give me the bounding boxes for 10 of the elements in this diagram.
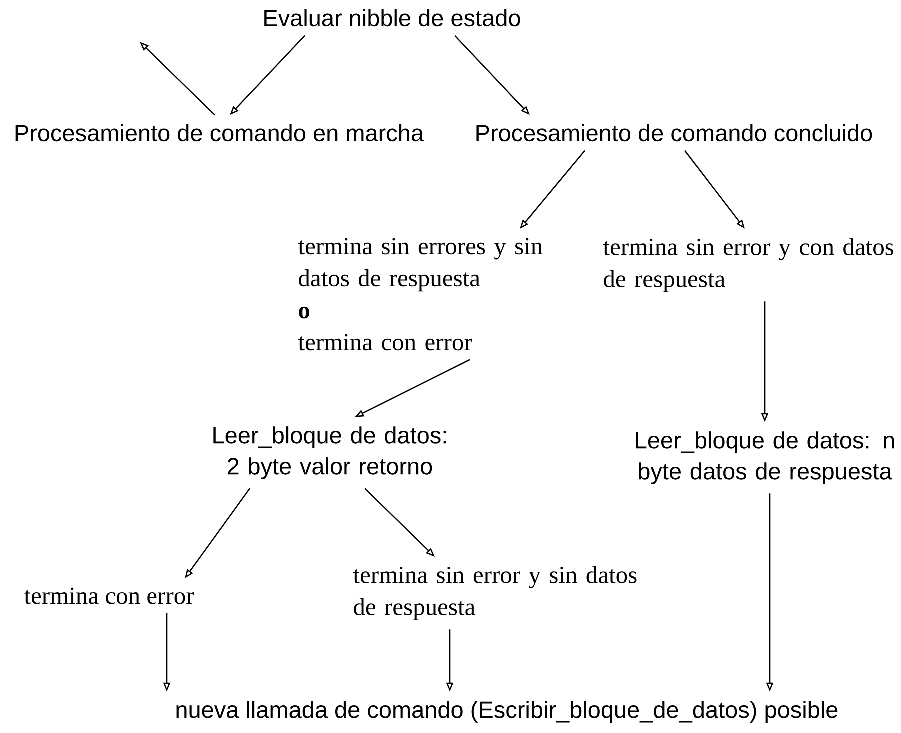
text-label: Procesamiento de comando concluido <box>476 124 872 142</box>
text-label: termina con error <box>24 588 194 604</box>
text-label: Procesamiento de comando en marcha <box>16 124 424 142</box>
text-label: termina sin errores y sin datos de respuesta o termina con error <box>298 238 543 351</box>
text-label: termina sin error y con datos de respuesta <box>603 238 894 292</box>
text-label: Leer_bloque de datos: 2 byte valor retorno <box>214 426 446 480</box>
text-label: Evaluar nibble de estado <box>264 9 520 27</box>
text-label: termina sin error y sin datos de respuesta <box>353 566 637 620</box>
text-label: nueva llamada de comando (Escribir_bloque_de_datos) posible <box>176 701 838 723</box>
text-label: Leer_bloque de datos: n byte datos de respuesta <box>636 432 894 484</box>
